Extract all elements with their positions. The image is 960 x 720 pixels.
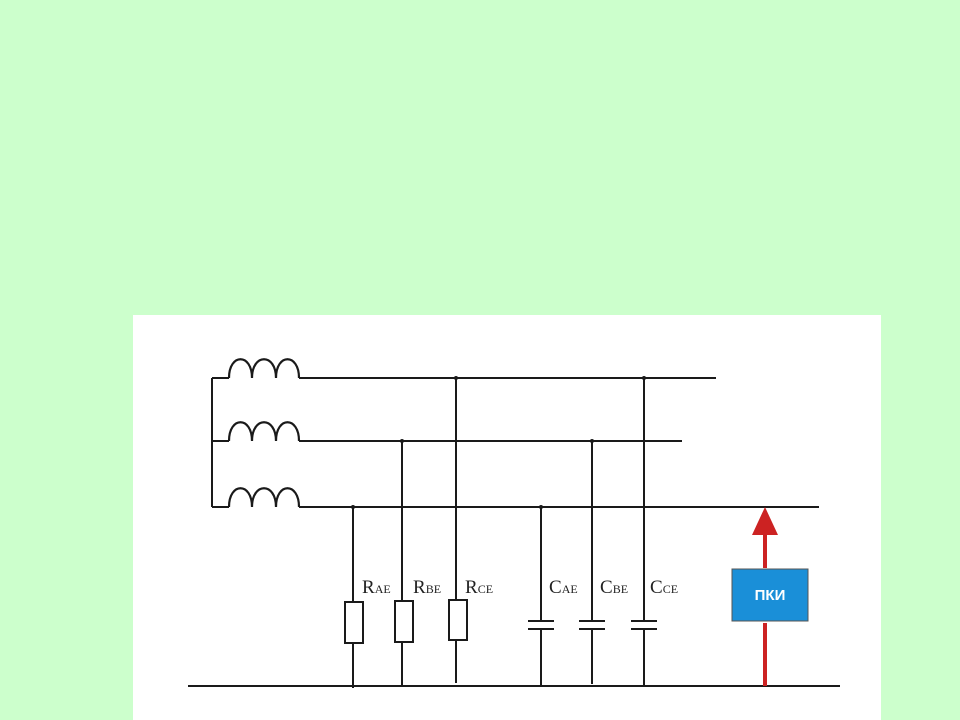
label-r-ce: RCE <box>465 577 493 598</box>
resistor-ce <box>448 376 468 683</box>
winding-c <box>212 487 305 508</box>
winding-a <box>212 358 305 379</box>
label-c-be: CBE <box>600 577 628 598</box>
pki-device-box <box>731 568 809 622</box>
schematic-panel: RAE RBE RCE CAE CBE CCE ПКИ <box>133 315 881 720</box>
resistor-be <box>394 439 414 685</box>
injection-arrow-head <box>752 507 778 535</box>
resistor-ae <box>344 505 364 688</box>
circuit-schematic: RAE RBE RCE CAE CBE CCE ПКИ <box>188 358 840 688</box>
label-c-ae: CAE <box>549 577 578 598</box>
label-r-be: RBE <box>413 577 441 598</box>
label-c-ce: CCE <box>650 577 678 598</box>
capacitor-be <box>579 439 605 684</box>
capacitor-ae <box>528 505 554 686</box>
capacitor-ce <box>631 376 657 686</box>
pki-device-label: ПКИ <box>755 587 786 604</box>
winding-b <box>212 421 305 442</box>
label-r-ae: RAE <box>362 577 391 598</box>
